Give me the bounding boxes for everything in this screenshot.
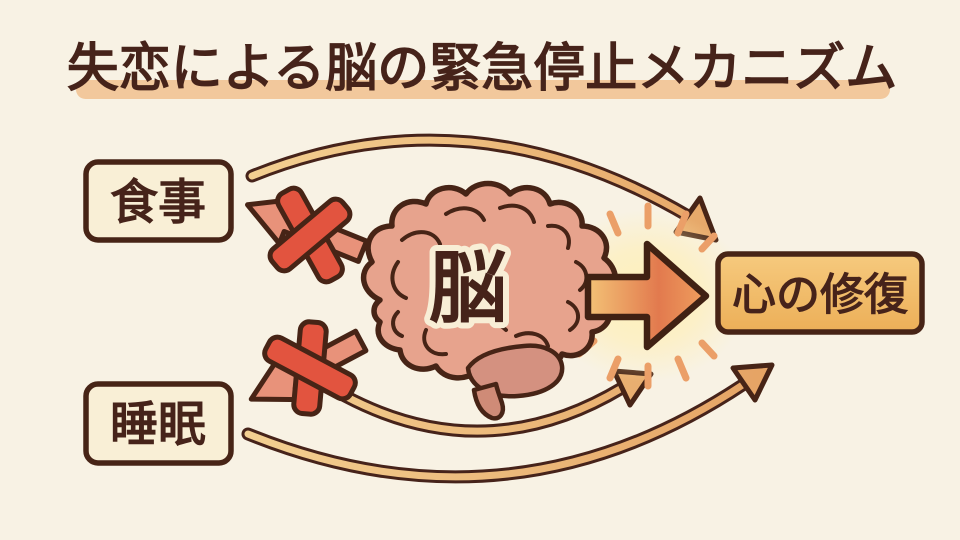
node-sleep: 睡眠 [83, 381, 234, 466]
page-title: 失恋による脳の緊急停止メカニズム [67, 40, 897, 98]
x-cross-icon [262, 319, 358, 417]
curved-arrow-body [244, 380, 748, 481]
node-repair-label: 心の修復 [732, 271, 909, 320]
brain-gyri [390, 203, 589, 357]
brain-stem [471, 381, 506, 421]
arrowhead-icon [730, 362, 775, 403]
curved-arrow-body [341, 384, 626, 435]
brain-label: 脳 [429, 244, 507, 332]
node-repair: 心の修復 [715, 251, 925, 335]
node-meal-box [83, 159, 234, 243]
big-right-arrow-icon [584, 240, 710, 351]
blocked-meal [245, 185, 370, 285]
curved-arrow-bottom-outer [241, 362, 775, 484]
blocked-sleep [248, 319, 369, 417]
node-meal: 食事 [83, 159, 234, 243]
node-sleep-label: 睡眠 [110, 399, 206, 452]
node-sleep-box [83, 381, 234, 466]
x-cross-icon [267, 185, 353, 285]
title-underline [76, 80, 890, 99]
x-bar [262, 334, 358, 402]
brain-icon: 脳 [360, 180, 619, 421]
node-repair-box [715, 251, 925, 335]
title-block: 失恋による脳の緊急停止メカニズム [67, 40, 897, 99]
curved-arrow-body [248, 136, 692, 220]
node-meal-label: 食事 [110, 177, 206, 230]
x-bar [267, 196, 353, 274]
